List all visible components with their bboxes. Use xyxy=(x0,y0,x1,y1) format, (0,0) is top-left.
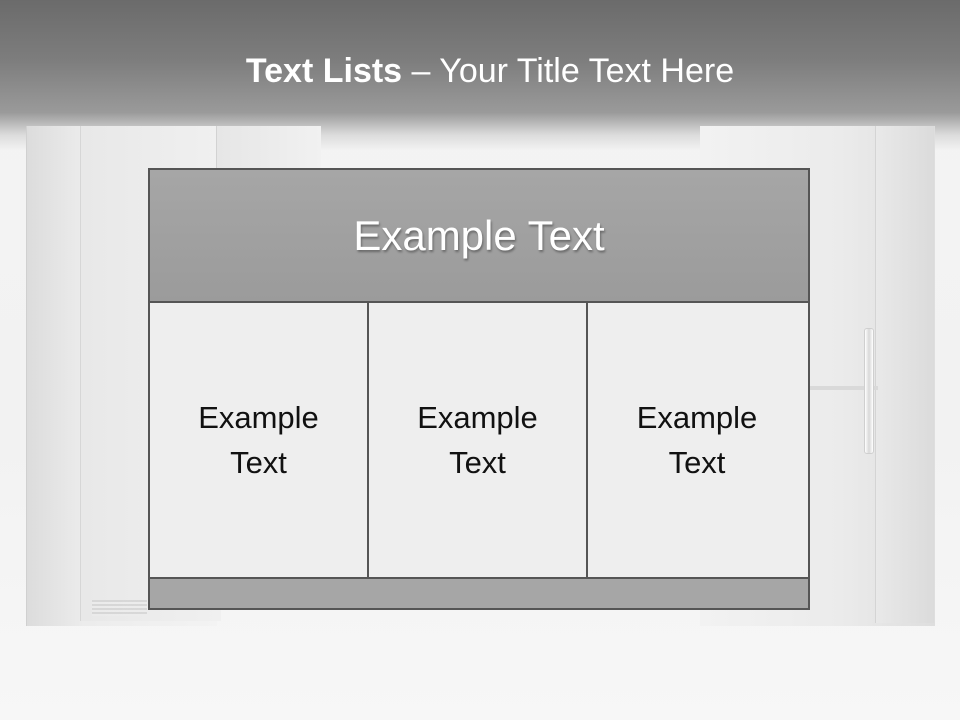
column-2: Example Text xyxy=(369,303,588,577)
panel-header-text: Example Text xyxy=(353,211,605,259)
panel-header: Example Text xyxy=(150,170,808,303)
column-1-text: Example Text xyxy=(198,400,319,480)
title-subtitle: – Your Title Text Here xyxy=(411,52,735,90)
slide-title: Text Lists – Your Title Text Here xyxy=(0,52,960,91)
fridge-vent xyxy=(92,600,147,616)
column-1: Example Text xyxy=(150,303,369,577)
header-band xyxy=(0,0,960,150)
text-list-panel: Example Text Example Text Example Text E… xyxy=(148,168,810,610)
fridge-top-panel xyxy=(216,126,321,171)
column-3-text: Example Text xyxy=(636,400,758,480)
title-bold: Text Lists xyxy=(245,52,403,90)
fridge-right-edge xyxy=(875,126,934,623)
panel-footer xyxy=(150,577,808,608)
fridge-handle xyxy=(864,328,874,454)
fridge-rail xyxy=(808,386,878,390)
column-3: Example Text xyxy=(588,303,806,577)
panel-columns: Example Text Example Text Example Text xyxy=(150,303,808,577)
column-2-text: Example Text xyxy=(417,400,538,480)
